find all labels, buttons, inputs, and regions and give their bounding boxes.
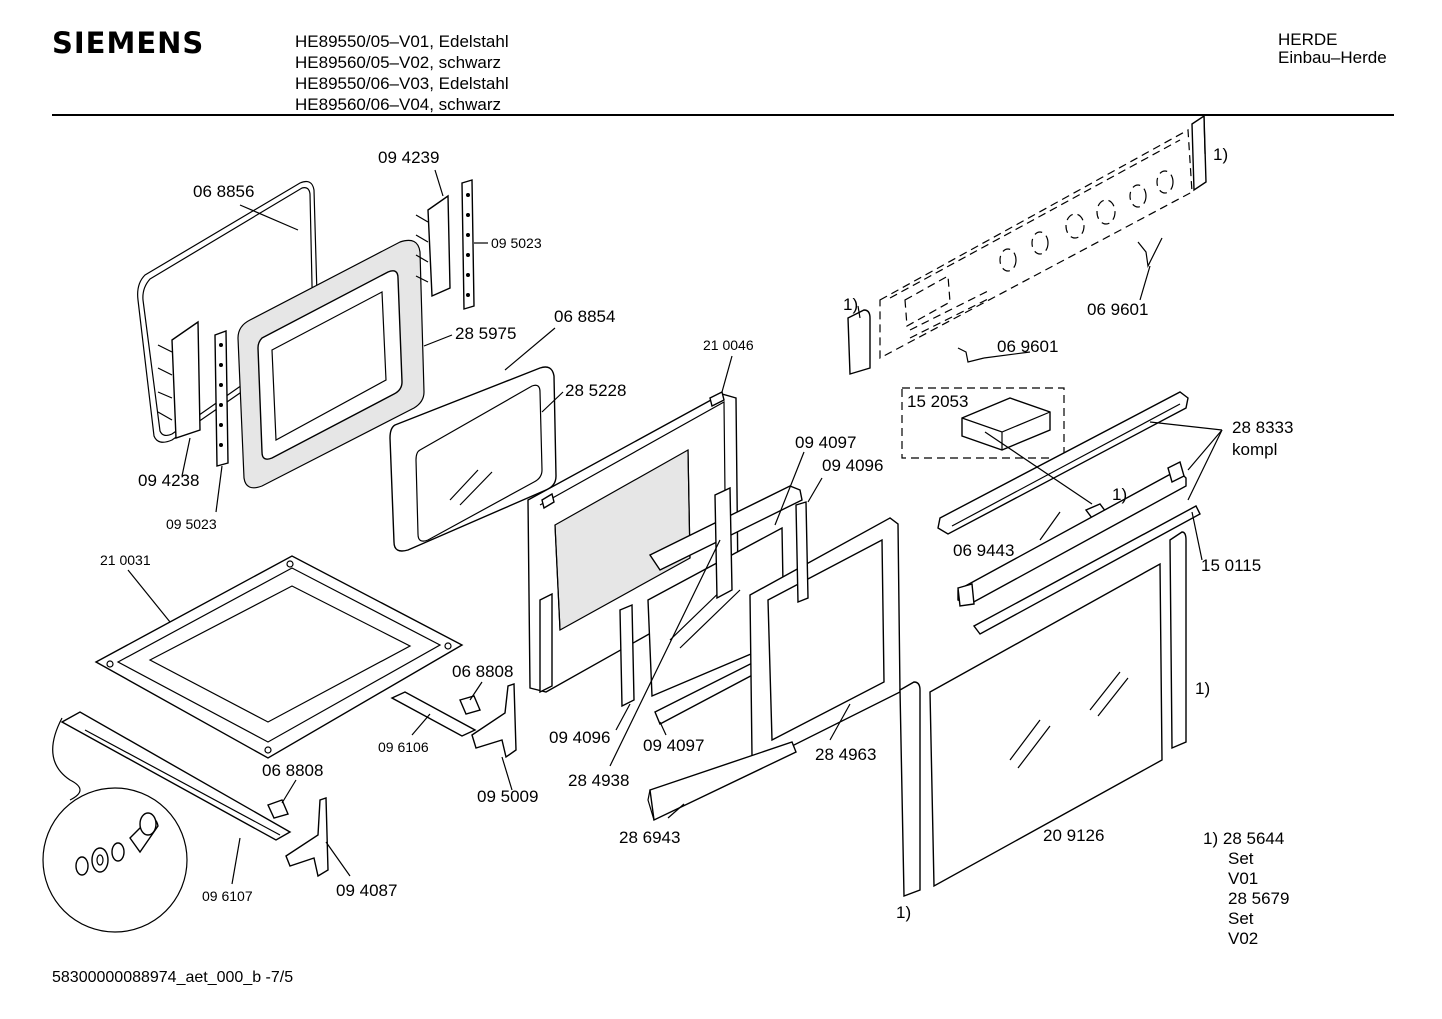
part-label: 06 8854 [554,307,615,326]
part-label: 06 9443 [953,541,1014,560]
part-label: 09 6106 [378,739,429,755]
side-profile-left [899,681,921,898]
end-cap-right [1191,114,1207,192]
insulation-block [961,397,1051,451]
tray-rail [390,691,477,737]
footnote-ref: 1) [1195,679,1210,698]
part-label: 09 5023 [491,235,542,251]
clip-lower [957,347,985,363]
part-label: 09 4097 [795,433,856,452]
footnote-line: V01 [1228,869,1259,888]
footnote-line: Set [1228,909,1254,928]
part-label: 20 9126 [1043,826,1104,845]
control-panel [879,129,1193,359]
baking-tray [94,555,464,759]
rail-clip [459,695,481,715]
brand-logo: SIEMENS [52,26,205,60]
part-label: 09 4087 [336,881,397,900]
support-bracket-upper [471,683,517,759]
part-label: 09 4096 [549,728,610,747]
category-title: HERDE [1278,30,1338,49]
clip-upper [1137,237,1163,268]
hinge-bracket-left [157,320,229,467]
model-line: HE89550/06–V03, Edelstahl [295,74,509,93]
leader-lines [127,115,1223,885]
part-label: 06 8808 [262,761,323,780]
part-label: 28 5975 [455,324,516,343]
model-line: HE89550/05–V01, Edelstahl [295,32,509,51]
footnote-ref: 1) [896,903,911,922]
insulation-box-frame [901,387,1065,459]
document-id: 58300000088974_aet_000_b -7/5 [52,969,294,986]
category-subtitle: Einbau–Herde [1278,48,1387,67]
lower-trim-rail [972,505,1201,635]
part-label: 28 4938 [568,771,629,790]
model-list: HE89550/05–V01, Edelstahl HE89560/05–V02… [295,31,509,115]
category-block: HERDE Einbau–Herde [1278,31,1387,67]
part-label: 09 4238 [138,471,199,490]
part-label: 09 4097 [643,736,704,755]
model-line: HE89560/06–V04, schwarz [295,95,502,114]
outer-door-glass [929,562,1163,888]
part-label: 28 5228 [565,381,626,400]
side-profile-right [1169,531,1187,750]
part-label: 28 8333 [1232,418,1293,437]
part-label: 06 9601 [997,337,1058,356]
part-label: 15 0115 [1201,556,1261,575]
footnote-line: Set [1228,849,1254,868]
footnote-marker: 1) [1203,829,1219,848]
detail-magnifier [42,717,188,933]
footnote-line: V02 [1228,929,1259,948]
part-label: 28 4963 [815,745,876,764]
part-label: 09 5009 [477,787,538,806]
footnote-line: 1) 28 5644 [1203,829,1289,849]
footnote-text: 28 5644 [1222,829,1285,848]
rail-clip-lower [267,799,289,819]
part-label: 21 0031 [100,552,151,568]
part-label: 06 8856 [193,182,254,201]
footnote-ref: 1) [1213,145,1228,164]
door-glass-holder [619,485,803,725]
hinge-bracket-top [415,179,475,310]
part-label: 09 4239 [378,148,439,167]
door-outer-frame [647,501,901,822]
inner-door-frame [237,239,425,489]
part-label: 28 6943 [619,828,680,847]
model-line: HE89560/05–V02, schwarz [295,53,502,72]
part-label: 06 8808 [452,662,513,681]
part-label: 09 5023 [166,516,217,532]
support-bracket-lower [285,797,329,878]
part-label: 21 0046 [703,337,754,353]
footnote-block: 1) 28 5644 Set V01 28 5679 Set V02 [1203,829,1289,949]
trim-strip [937,391,1189,607]
part-label: kompl [1232,440,1277,459]
footnote-ref: 1) [843,295,858,314]
footnote-line: 28 5679 [1228,889,1290,908]
part-label: 09 6107 [202,888,253,904]
part-label: 09 4096 [822,456,883,475]
footnote-ref: 1) [1112,485,1127,504]
part-label: 06 9601 [1087,300,1148,319]
header-divider [52,114,1394,116]
part-label: 15 2053 [907,392,968,411]
telescopic-rail [60,711,292,841]
end-cap-left [847,309,871,375]
